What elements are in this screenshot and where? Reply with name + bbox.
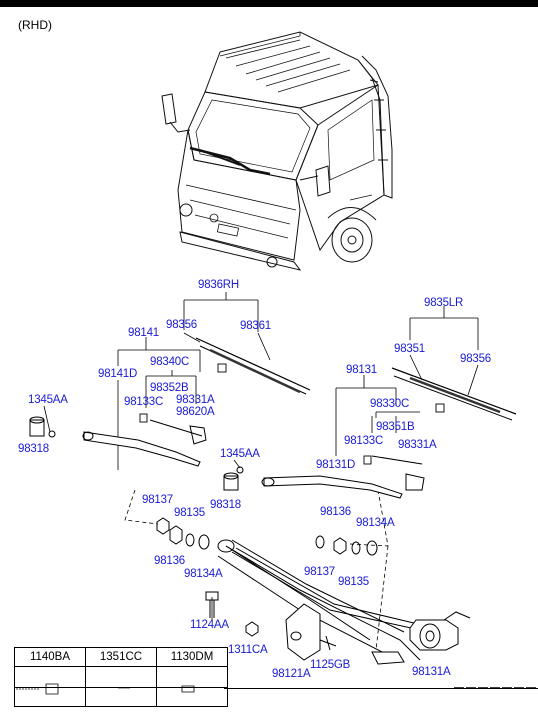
part-label-9835LR: 9835LR <box>424 297 464 309</box>
part-label-98331A-right: 98331A <box>398 439 437 451</box>
part-label-98351B: 98351B <box>376 421 415 433</box>
part-label-98352B: 98352B <box>150 382 189 394</box>
wiper-linkage <box>217 539 471 665</box>
fastener-table: 1140BA 1351CC 1130DM <box>14 647 228 707</box>
fastener-header-1130DM: 1130DM <box>156 647 228 667</box>
right-wiper-blade <box>391 367 517 421</box>
part-label-98356-right: 98356 <box>460 353 491 365</box>
truck-illustration <box>161 31 393 271</box>
part-label-98131D: 98131D <box>316 459 356 471</box>
part-label-1125GB: 1125GB <box>310 659 351 671</box>
part-label-98133C-right: 98133C <box>344 435 384 447</box>
small-parts <box>29 416 378 618</box>
part-label-1311CA: 1311CA <box>228 644 268 656</box>
part-label-98133C: 98133C <box>124 396 164 408</box>
part-label-98318-right: 98318 <box>210 499 241 511</box>
part-label-98141D: 98141D <box>98 368 138 380</box>
part-label-98134A: 98134A <box>184 568 223 580</box>
part-label-1124AA: 1124AA <box>190 619 229 631</box>
fastener-header-1351CC: 1351CC <box>85 647 157 667</box>
fastener-header-1140BA: 1140BA <box>14 647 86 667</box>
part-label-9836RH: 9836RH <box>198 279 239 291</box>
fastener-blank-cell <box>85 687 157 707</box>
variant-label: (RHD) <box>18 18 52 32</box>
part-label-98135: 98135 <box>174 507 205 519</box>
part-label-98136-right: 98136 <box>320 506 351 518</box>
right-wiper-arm <box>261 455 425 499</box>
leader-lines <box>35 292 479 651</box>
fastener-icon-cell <box>156 666 228 688</box>
part-label-98330C: 98330C <box>370 398 410 410</box>
part-label-1345AA: 1345AA <box>28 394 68 406</box>
part-label-98131: 98131 <box>346 364 377 376</box>
part-label-98137-right: 98137 <box>304 566 335 578</box>
fastener-icon-cell <box>14 666 86 688</box>
fastener-blank-cell <box>14 687 86 707</box>
left-wiper-arm <box>82 413 207 467</box>
part-label-98136: 98136 <box>154 555 185 567</box>
fastener-blank-cell <box>156 687 228 707</box>
part-label-98620A: 98620A <box>176 406 215 418</box>
part-label-98361: 98361 <box>240 320 271 332</box>
fastener-table-blank-row <box>14 687 228 707</box>
part-label-98135-right: 98135 <box>338 576 369 588</box>
part-label-98141: 98141 <box>128 327 159 339</box>
part-label-98331A: 98331A <box>176 394 215 406</box>
fastener-table-header-row: 1140BA 1351CC 1130DM <box>14 647 228 667</box>
part-label-98121A: 98121A <box>272 668 311 680</box>
top-border <box>0 0 538 7</box>
fastener-icon-cell <box>85 666 157 688</box>
part-label-98318: 98318 <box>18 443 49 455</box>
bottom-divider <box>224 688 538 689</box>
part-label-1345AA-right: 1345AA <box>220 448 260 460</box>
part-label-98137: 98137 <box>142 494 173 506</box>
left-wiper-blade <box>195 337 311 395</box>
fastener-table-icon-row <box>14 666 228 688</box>
part-label-98340C: 98340C <box>150 356 190 368</box>
part-label-98356: 98356 <box>166 319 197 331</box>
part-label-98134A-right: 98134A <box>356 517 395 529</box>
part-label-98351: 98351 <box>394 343 425 355</box>
part-label-98131A: 98131A <box>412 666 451 678</box>
